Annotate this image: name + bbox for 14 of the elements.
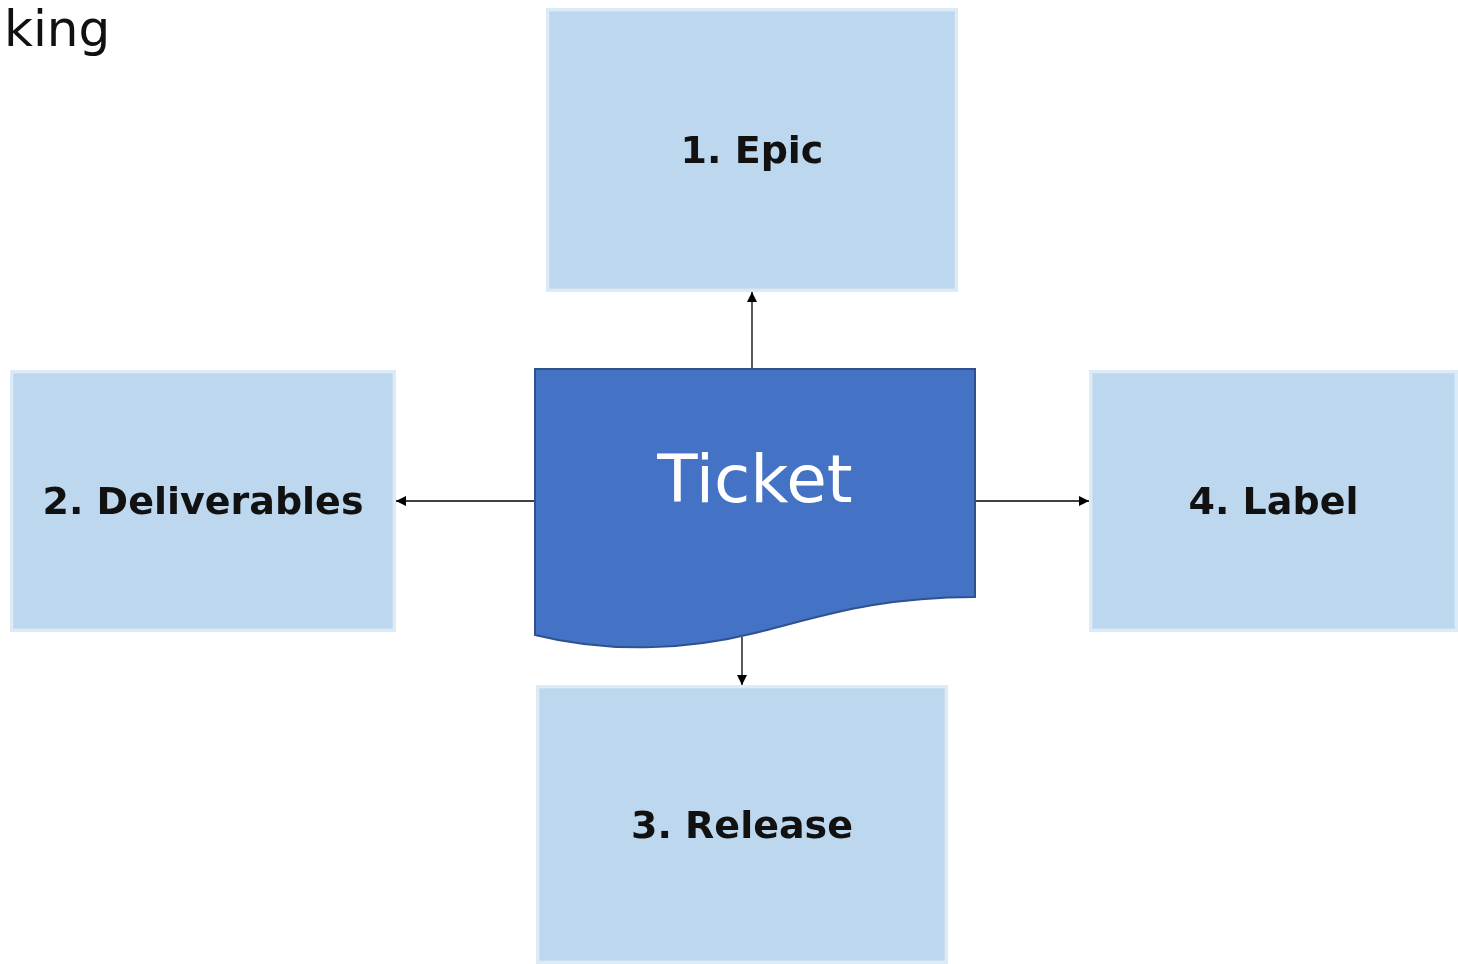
process-box	[546, 8, 958, 292]
arrow	[737, 636, 747, 686]
arrow	[395, 496, 536, 506]
node-label: 2. Deliverables	[42, 479, 364, 523]
process-box	[1089, 370, 1458, 632]
node-label: Ticket	[656, 441, 854, 518]
arrow	[747, 291, 757, 370]
document-shape	[535, 369, 975, 650]
node-label: 3. Release	[631, 802, 853, 847]
node-label: 4. Label	[1188, 479, 1359, 523]
heading: king	[4, 0, 111, 58]
node-label: 1. Epic	[680, 128, 824, 172]
process-box	[10, 370, 396, 632]
process-box	[536, 685, 948, 964]
